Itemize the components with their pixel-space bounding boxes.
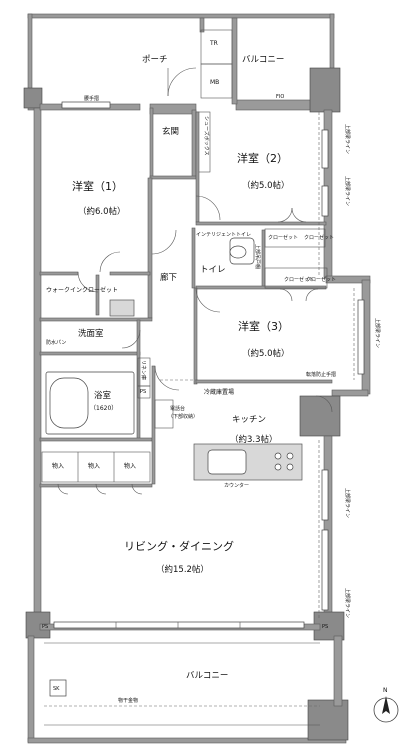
north-arrow: N — [373, 687, 399, 723]
ceiling-line-2: 上部梁ライン — [344, 176, 351, 206]
beam-lines — [160, 112, 355, 618]
ps-left-label: PS — [140, 389, 146, 395]
living-size: （約15.2帖） — [156, 564, 209, 575]
washroom-label: 洗面室 — [78, 328, 104, 339]
sk-label: SK — [53, 686, 60, 692]
fridge-label: 冷蔵庫置場 — [204, 388, 234, 396]
ceiling-line-1: 上部梁ライン — [344, 124, 351, 154]
western3-name: 洋室（3） — [238, 319, 289, 333]
walkin-closet-label: ウォークインクローゼット — [46, 286, 118, 294]
western1-size: （約6.0帖） — [78, 206, 126, 217]
ps-br-label: PS — [322, 624, 328, 630]
counter-label: カウンター — [224, 482, 249, 489]
ceiling-line-4: 上部梁ライン — [344, 488, 351, 518]
north-label: N — [383, 687, 388, 694]
western2-name: 洋室（2） — [237, 151, 288, 165]
storage3-label: 物入 — [124, 462, 136, 470]
labels: ポーチ バルコニー TR MB FIO 腰手摺 玄関 シューズボックス 洋室（1… — [42, 40, 381, 704]
kitchen-name: キッチン — [232, 415, 266, 425]
mb-label: MB — [210, 79, 219, 86]
upper-shelf-label: 上部吊戸棚 — [254, 244, 261, 269]
western3-size: （約5.0帖） — [242, 348, 290, 359]
hallway-label: 廊下 — [160, 272, 178, 283]
ceiling-line-3: 上部梁ライン — [374, 318, 381, 348]
windows — [53, 101, 365, 629]
handrail-top-label: 腰手摺 — [84, 95, 99, 102]
bath-size: （1620） — [90, 405, 117, 412]
living-name: リビング・ダイニング — [124, 539, 234, 553]
phone-note: （下部収納） — [168, 413, 198, 420]
closet-2a: クローゼット — [268, 234, 298, 241]
balcony-bottom-label: バルコニー — [186, 671, 228, 681]
porch-label: ポーチ — [142, 55, 168, 65]
ps-bl-label: PS — [42, 624, 48, 630]
bath-name: 浴室 — [94, 390, 112, 401]
closet-3a: クローゼット — [284, 276, 314, 283]
fall-prevention-label: 転落防止手摺 — [306, 371, 336, 378]
shoe-box-label: シューズボックス — [203, 116, 210, 156]
interior-walls — [39, 17, 333, 488]
storage2-label: 物入 — [88, 462, 100, 470]
toilet-label: トイレ — [200, 265, 226, 275]
fixtures — [44, 237, 320, 726]
anti-fog-label: 防水パン — [46, 339, 66, 346]
doors — [57, 67, 333, 495]
ceiling-line-5: 上部梁ライン — [344, 588, 351, 618]
tr-label: TR — [209, 40, 218, 47]
closet-2b: クローゼット — [304, 234, 334, 241]
drying-label: 物干金物 — [118, 697, 138, 704]
western2-size: （約5.0帖） — [242, 180, 290, 191]
fio-label: FIO — [276, 94, 284, 100]
closet-3b: クローゼット — [306, 276, 336, 283]
western1-name: 洋室（1） — [72, 179, 123, 193]
phone-label: 電話台 — [170, 405, 185, 412]
washlet-label: インテリジェントトイレ — [196, 232, 251, 238]
balcony-top-label: バルコニー — [242, 55, 284, 65]
entrance-label: 玄関 — [162, 126, 179, 137]
kitchen-size: （約3.3帖） — [230, 434, 278, 445]
storage1-label: 物入 — [52, 462, 64, 470]
linen-label: リネン庫 — [140, 360, 147, 380]
